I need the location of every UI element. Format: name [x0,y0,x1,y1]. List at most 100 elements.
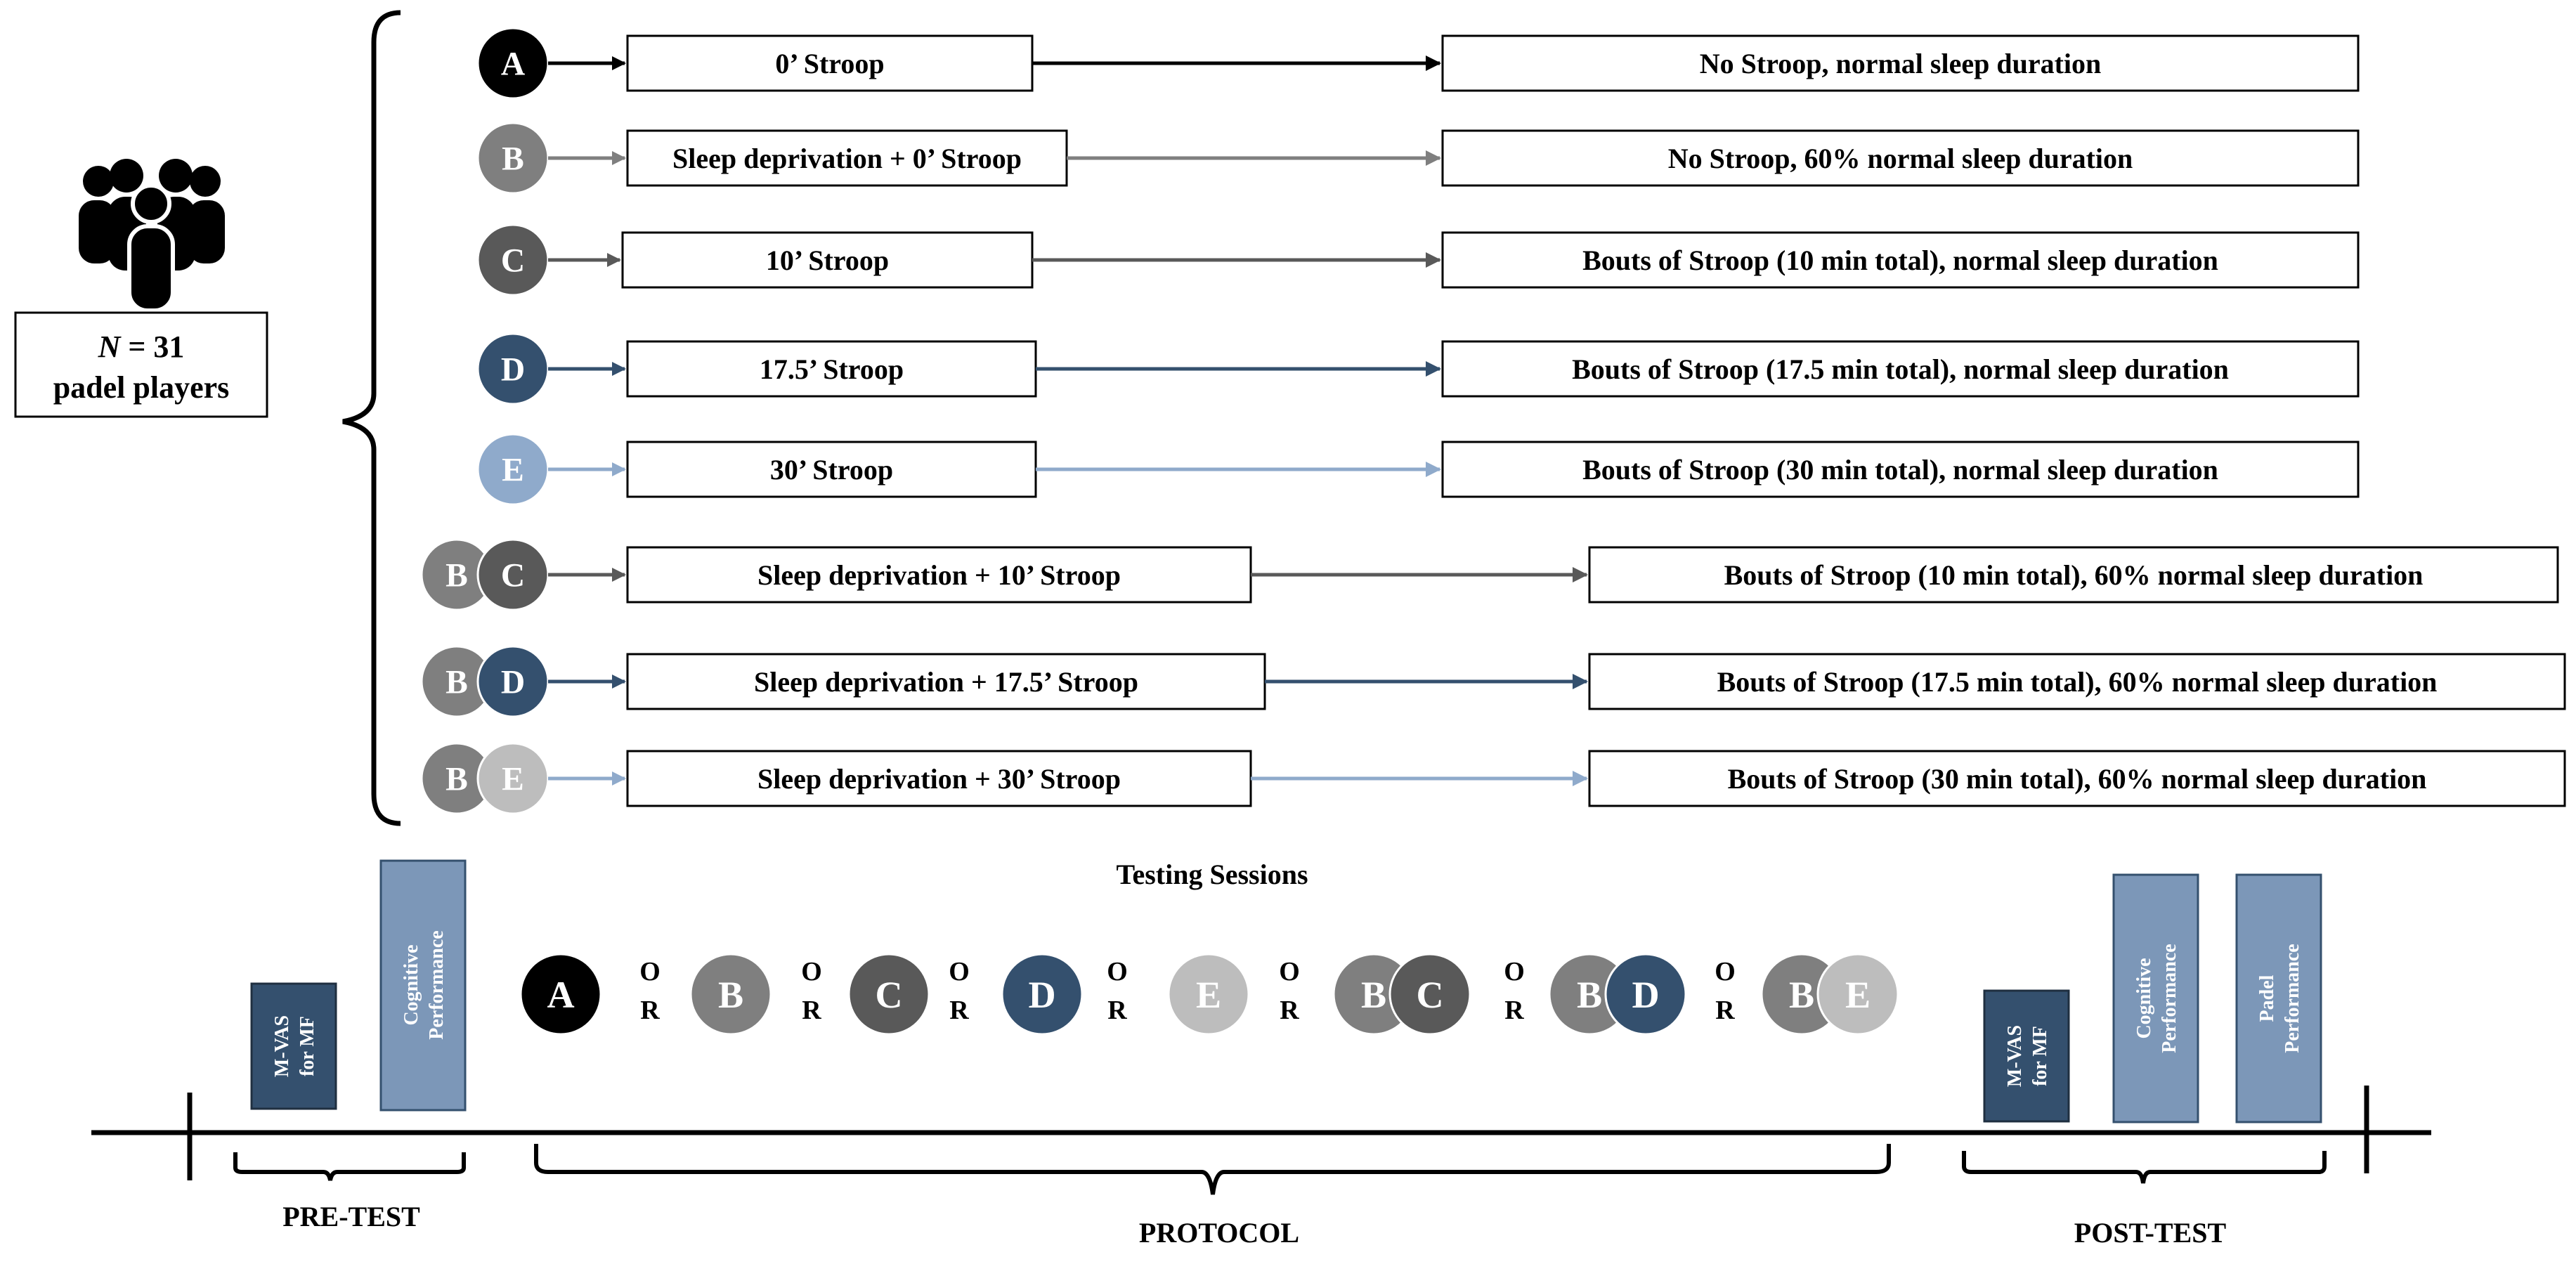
description-box [1588,750,2566,807]
condition-circle-e-letter: E [502,762,524,798]
svg-text:Padel: Padel [2256,975,2278,1022]
session-circle-b-letter: B [1361,974,1386,1016]
or-separator: OR [639,957,661,1025]
condition-circle-e: E [476,742,549,815]
session-circle-d-letter: D [1632,974,1659,1016]
svg-text:M-VAS: M-VAS [271,1015,293,1077]
description-label: No Stroop, 60% normal sleep duration [1668,143,2133,174]
pretest-mvas-box: M-VAS for MF [250,982,337,1110]
group-brace [342,10,401,826]
session-circle-e-letter: E [1845,974,1871,1016]
svg-text:O: O [1504,957,1525,986]
svg-text:R: R [1107,996,1127,1025]
arrowhead [1573,674,1588,689]
condition-circle-e: E [476,433,549,506]
participants-label: padel players [53,370,230,405]
or-separator: OR [1504,957,1525,1025]
description-box [1441,129,2360,187]
description-box [1588,653,2566,710]
session-item: D [1001,953,1084,1036]
condition-circle-e-letter: E [502,452,524,489]
arrowhead [1426,150,1441,166]
condition-circle-d-letter: D [501,665,525,701]
posttest-mvas-box: M-VAS for MF [1983,989,2070,1123]
session-circle-e-letter: E [1196,974,1221,1016]
arrowhead [612,151,626,165]
session-circle-c-letter: C [1416,974,1443,1016]
protocol-box [626,34,1034,92]
svg-text:R: R [1715,996,1735,1025]
svg-text:O: O [1715,957,1736,986]
description-label: Bouts of Stroop (17.5 min total), normal… [1572,353,2229,385]
or-separator: OR [1279,957,1300,1025]
svg-text:for MF: for MF [2029,1026,2051,1086]
n-symbol: N [98,330,122,364]
svg-text:Performance: Performance [426,930,448,1039]
session-item: A [519,953,602,1036]
svg-text:Cognitive: Cognitive [2133,958,2155,1038]
session-circle-b-letter: B [1577,974,1602,1016]
description-label: No Stroop, normal sleep duration [1700,48,2102,79]
arrowhead [1426,462,1441,477]
session-circle-a: A [519,953,602,1036]
posttest-label: POST-TEST [2074,1217,2227,1249]
svg-text:O: O [801,957,822,986]
session-item: E [1167,953,1250,1036]
conditions-layer: A 0’ Stroop No Stroop, normal sleep durati… [420,27,2566,815]
description-box [1441,231,2360,289]
arrowhead [612,462,626,476]
svg-text:Performance: Performance [2282,944,2303,1053]
protocol-label: 0’ Stroop [775,48,884,79]
pretest-cognitive-box: Cognitive Performance [379,859,467,1112]
condition-circle-b-letter: B [445,762,468,798]
condition-circle-c: C [476,223,549,297]
arrowhead [1426,361,1441,377]
session-circle-b: B [689,953,772,1036]
description-box [1441,340,2360,398]
session-item: C [847,953,930,1036]
condition-row: A 0’ Stroop No Stroop, normal sleep durati… [476,27,2360,100]
condition-circle-b: B [420,538,493,611]
testing-sessions-title: Testing Sessions [1116,859,1308,890]
arrowhead [612,771,626,786]
session-circle-c-letter: C [875,974,902,1016]
protocol-label: Sleep deprivation + 30’ Stroop [757,763,1121,795]
pretest-boxes: M-VAS for MF Cognitive Performance [250,859,467,1112]
condition-row: C 10’ Stroop Bouts of Stroop (10 min total… [476,223,2360,297]
arrowhead [612,675,626,689]
svg-text:R: R [949,996,969,1025]
svg-text:R: R [640,996,660,1025]
protocol-box [626,441,1037,498]
condition-circle-a-letter: A [501,46,525,83]
condition-circle-a: A [476,27,549,100]
condition-circle-c-letter: C [501,558,525,594]
or-separator: OR [949,957,970,1025]
posttest-bracket [1962,1151,2327,1184]
description-label: Bouts of Stroop (10 min total), normal s… [1582,245,2218,276]
session-circle-e: E [1167,953,1250,1036]
posttest-boxes: M-VAS for MF Cognitive Performance Padel… [1983,873,2322,1123]
svg-text:O: O [1279,957,1300,986]
or-separator: OR [1107,957,1128,1025]
protocol-label: PROTOCOL [1139,1217,1299,1249]
arrowhead [1573,567,1588,582]
or-separator: OR [801,957,822,1025]
timeline [91,1086,2431,1180]
arrowhead [1426,56,1441,71]
condition-circle-c: C [476,538,549,611]
session-circle-c: C [1388,953,1471,1036]
session-circle-d: D [1001,953,1084,1036]
condition-circle-b: B [476,122,549,195]
arrowhead [1426,252,1441,268]
protocol-label: 10’ Stroop [766,245,889,276]
session-circle-e: E [1816,953,1899,1036]
arrowhead [612,56,626,70]
